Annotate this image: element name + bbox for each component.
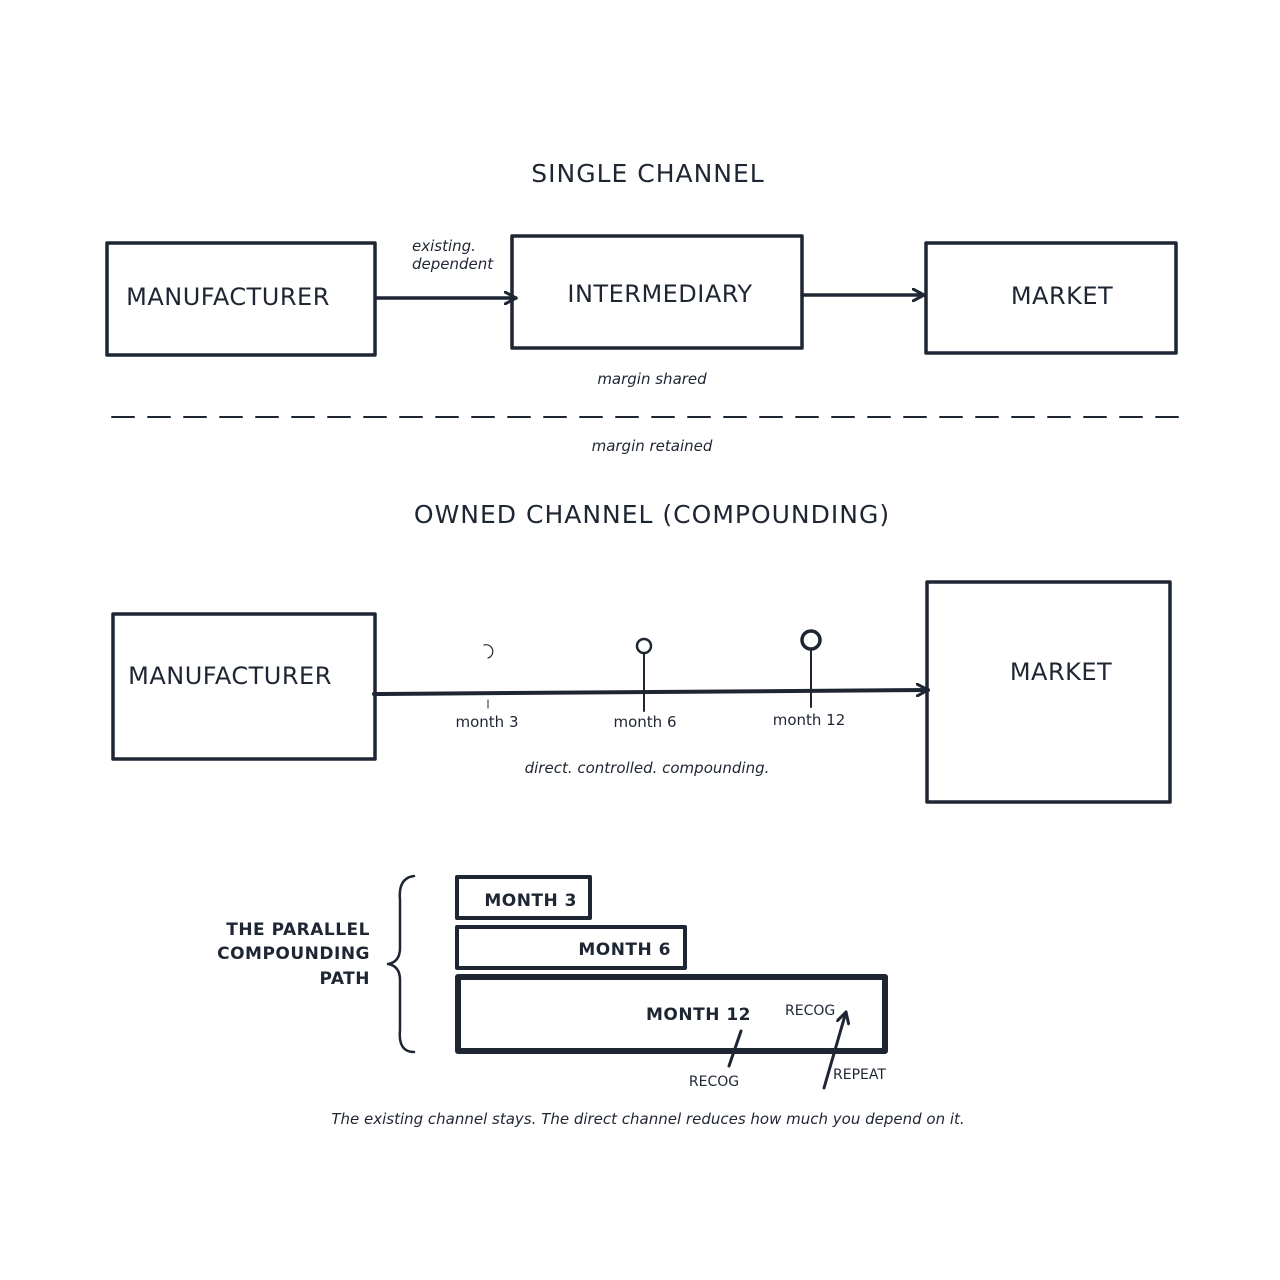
bar-month3 bbox=[455, 875, 592, 920]
owned-manufacturer-label: MANUFACTURER bbox=[128, 662, 332, 690]
parallel-label-line1: THE PARALLEL bbox=[226, 920, 370, 940]
bar-label-month3: MONTH 3 bbox=[484, 891, 577, 911]
recog-inside-label: RECOG bbox=[785, 1003, 835, 1019]
milestone-marker-month6 bbox=[635, 637, 653, 655]
margin-retained-note: margin retained bbox=[592, 437, 713, 455]
arrow-label-existing: existing. bbox=[412, 237, 476, 255]
manufacturer-label: MANUFACTURER bbox=[126, 283, 330, 311]
bar-label-month6: MONTH 6 bbox=[578, 940, 671, 960]
arrow-label-dependent: dependent bbox=[412, 255, 494, 273]
milestone-label-month12: month 12 bbox=[773, 711, 846, 729]
milestone-label-month3: month 3 bbox=[456, 713, 519, 731]
repeat-arrow bbox=[822, 1010, 846, 1090]
repeat-label: REPEAT bbox=[833, 1067, 886, 1083]
parallel-label-line2: COMPOUNDING bbox=[217, 944, 370, 964]
bar-label-month12: MONTH 12 bbox=[646, 1005, 751, 1025]
single-channel-title: SINGLE CHANNEL bbox=[531, 159, 764, 188]
owned-channel-note: direct. controlled. compounding. bbox=[525, 759, 770, 777]
margin-shared-note: margin shared bbox=[597, 370, 707, 388]
owned-channel-title: OWNED CHANNEL (COMPOUNDING) bbox=[414, 500, 890, 529]
owned-manufacturer-box bbox=[111, 612, 377, 761]
timeline-arrow bbox=[372, 690, 930, 694]
intermediary-label: INTERMEDIARY bbox=[567, 280, 752, 308]
market-label: MARKET bbox=[1011, 282, 1113, 310]
owned-market-label: MARKET bbox=[1010, 658, 1112, 686]
milestone-marker-month12 bbox=[800, 629, 822, 651]
recog-pointer-line bbox=[727, 1029, 743, 1068]
milestone-marker-month3 bbox=[483, 644, 494, 659]
intermediary-box bbox=[510, 234, 804, 350]
milestone-label-month6: month 6 bbox=[614, 713, 677, 731]
market-box bbox=[924, 241, 1178, 355]
owned-market-box bbox=[925, 580, 1172, 804]
bar-month6 bbox=[455, 925, 687, 970]
recog-below-label: RECOG bbox=[689, 1074, 739, 1090]
caption: The existing channel stays. The direct c… bbox=[331, 1110, 964, 1128]
bar-month12 bbox=[455, 974, 888, 1054]
parallel-label-line3: PATH bbox=[319, 969, 370, 989]
curly-brace bbox=[386, 874, 416, 1054]
